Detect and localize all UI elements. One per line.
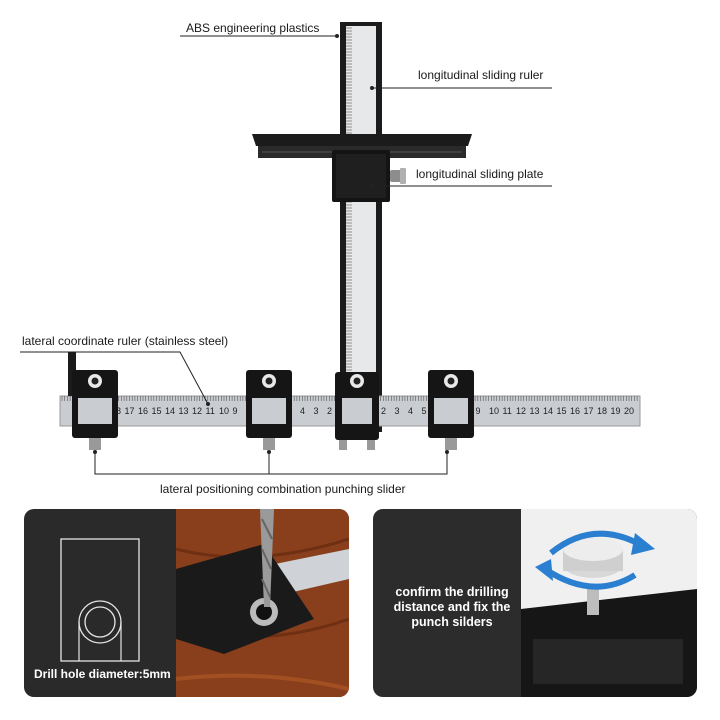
ruler-number: 16 [138,406,148,416]
ruler-number: 9 [233,406,238,416]
ruler-number: 9 [476,406,481,416]
ruler-number: 4 [408,406,413,416]
drill-hole-panel: Drill hole diameter:5mm [24,509,349,697]
screw-thread [587,587,599,615]
ruler-number: 3 [314,406,319,416]
ruler-number: 14 [543,406,553,416]
ruler-number: 16 [570,406,580,416]
ruler-number: 17 [584,406,594,416]
ruler-number: 17 [125,406,135,416]
punching-slider-3 [428,370,474,450]
ruler-number: 4 [300,406,305,416]
ruler-number: 13 [179,406,189,416]
slider-closeup [176,544,314,654]
thumbscrew-caption: confirm the drilling distance and fix th… [377,585,527,630]
caption-line-1: confirm the drilling [395,585,509,599]
ruler-number: 12 [516,406,526,416]
ruler-number: 11 [206,406,215,416]
ruler-number: 2 [381,406,386,416]
ruler-number: 19 [611,406,621,416]
longitudinal-sliding-plate [332,150,406,202]
ruler-number: 10 [489,406,499,416]
ruler-number: 3 [395,406,400,416]
callout-abs: ABS engineering plastics [186,21,320,35]
ruler-number: 14 [165,406,175,416]
caption-line-2: distance and fix the [393,600,511,614]
ruler-number: 13 [530,406,540,416]
ruler-number: 11 [503,406,512,416]
callout-longitudinal-ruler: longitudinal sliding ruler [418,68,544,82]
slider-bracket [94,452,448,475]
ruler-number: 18 [597,406,607,416]
punching-slider-1 [72,370,118,450]
slider-outline-diagram [60,538,140,662]
thumbscrew-panel: confirm the drilling distance and fix th… [373,509,697,697]
ruler-number: 10 [219,406,229,416]
ruler-number: 12 [192,406,202,416]
ruler-number: 5 [422,406,427,416]
callout-longitudinal-plate: longitudinal sliding plate [416,167,544,181]
callout-lateral-ruler: lateral coordinate ruler (stainless stee… [22,334,229,348]
ruler-number: 2 [327,406,332,416]
center-slider [335,372,379,450]
rotate-arrow-icon [549,530,643,556]
callout-lateral-slider: lateral positioning combination punching… [160,482,406,496]
drill-hole-caption: Drill hole diameter:5mm [34,667,171,681]
product-illustration: 2019181716151413121110987654321012345678… [20,22,641,475]
ruler-number: 15 [557,406,567,416]
longitudinal-sliding-ruler [340,22,382,432]
caption-line-3: punch silders [411,615,493,629]
ruler-number: 15 [152,406,162,416]
punching-slider-2 [246,370,292,450]
ruler-number: 20 [624,406,634,416]
